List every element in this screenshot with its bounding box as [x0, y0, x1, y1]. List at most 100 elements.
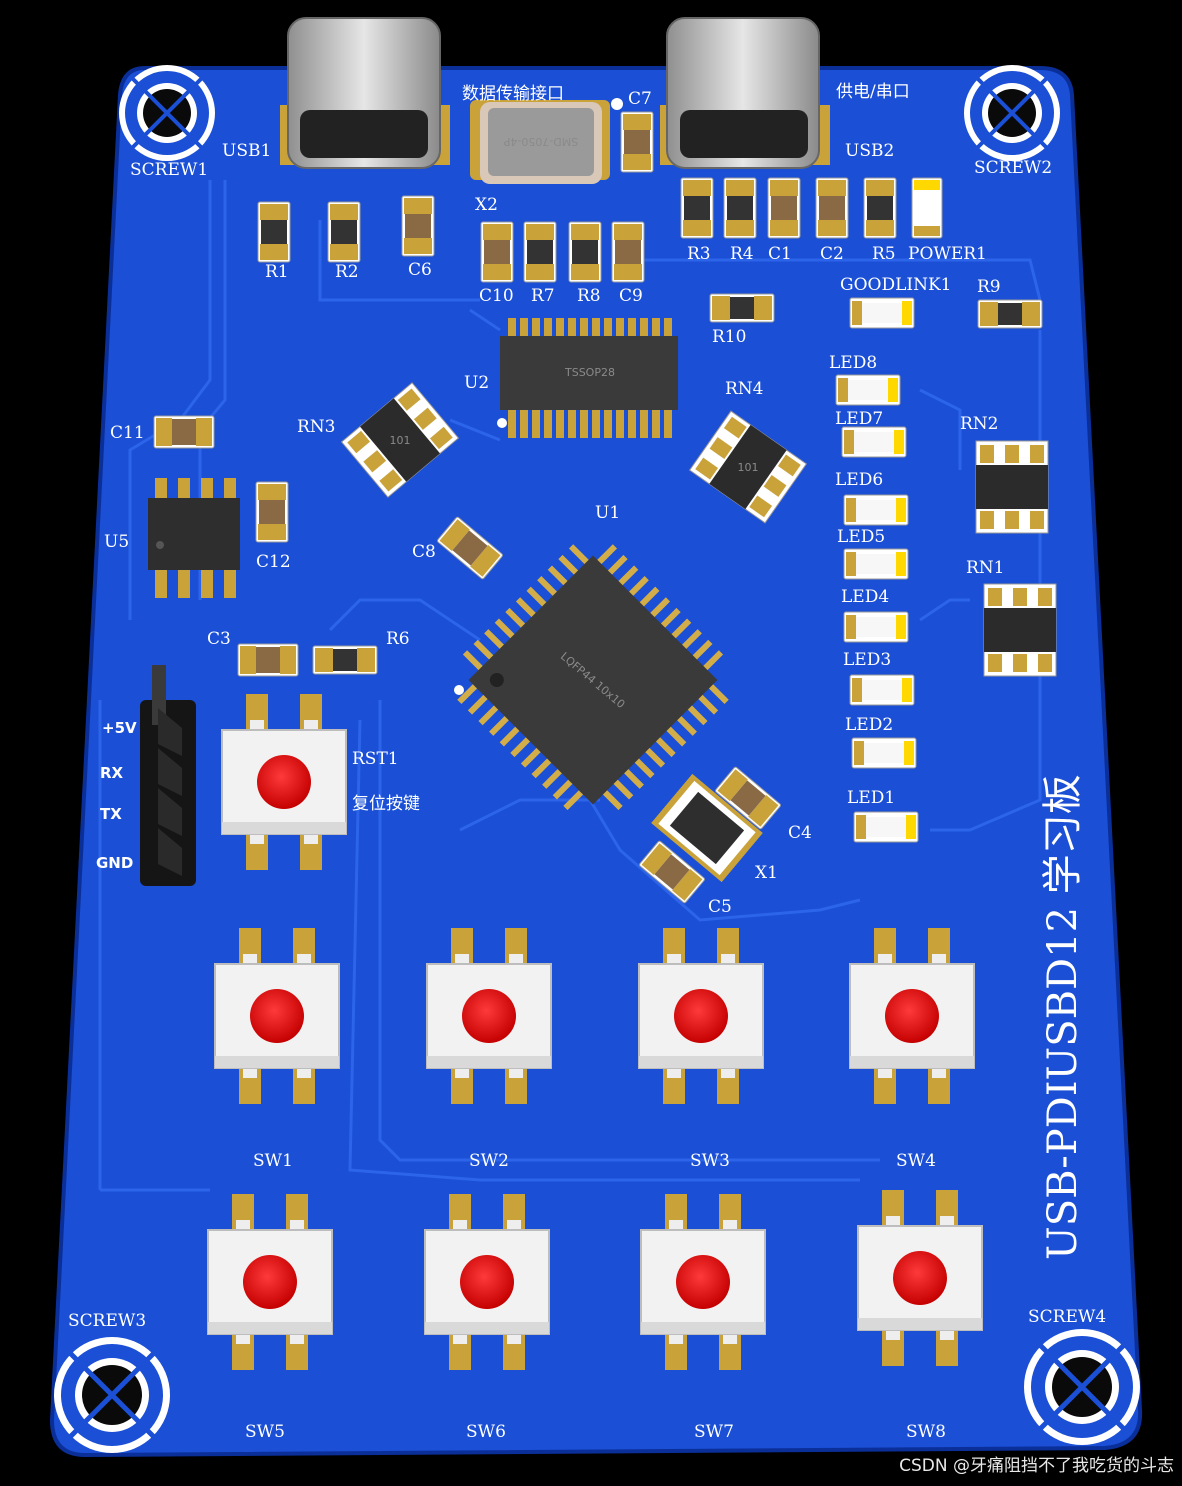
label-u2: U2	[464, 373, 489, 393]
label-x2: X2	[475, 195, 498, 215]
label-c10: C10	[479, 286, 514, 306]
label-screw1: SCREW1	[130, 160, 208, 180]
screw-hole-2	[964, 65, 1060, 161]
label-usb2-caption: 供电/串口	[836, 82, 910, 102]
label-rn3: RN3	[297, 417, 336, 437]
cap-c9	[611, 221, 645, 283]
led-led2	[851, 737, 917, 769]
watermark: CSDN @牙痛阻挡不了我吃货的斗志	[899, 1456, 1174, 1476]
label-led5: LED5	[837, 527, 885, 547]
crystal-x2: SMD-7050-4P	[470, 100, 610, 184]
label-r6: R6	[386, 629, 410, 649]
label-r2: R2	[335, 262, 359, 282]
label-header-5v: +5V	[102, 719, 137, 737]
chip-u2-marking: TSSOP28	[564, 366, 615, 379]
resistor-r4	[723, 177, 757, 239]
label-c2: C2	[820, 244, 844, 264]
resistor-r8	[568, 221, 602, 283]
label-usb2: USB2	[845, 141, 894, 161]
cap-c7	[620, 111, 654, 173]
label-r7: R7	[531, 286, 555, 306]
label-led4: LED4	[841, 587, 889, 607]
label-r9: R9	[977, 277, 1001, 297]
led-led8	[835, 374, 901, 406]
copper-traces	[98, 180, 1042, 1192]
cap-c1	[767, 177, 801, 239]
led-led5	[843, 548, 909, 580]
crystal-x1	[651, 773, 763, 883]
label-header-rx: RX	[100, 764, 124, 782]
resistor-r2	[327, 201, 361, 263]
resistor-r7	[523, 221, 557, 283]
label-c7: C7	[628, 89, 652, 109]
usb-c-connector-2	[660, 17, 830, 169]
label-c5: C5	[708, 897, 732, 917]
label-header-tx: TX	[100, 805, 122, 823]
led-goodlink1	[849, 297, 915, 329]
resistor-r3	[680, 177, 714, 239]
label-header-gnd: GND	[96, 854, 133, 872]
label-c9: C9	[619, 286, 643, 306]
label-rst1: RST1	[352, 749, 399, 769]
label-sw1: SW1	[253, 1151, 293, 1171]
resistor-r10	[709, 293, 775, 323]
label-usb1-caption: 数据传输接口	[462, 84, 564, 104]
cap-c12	[255, 481, 289, 543]
label-c11: C11	[110, 423, 145, 443]
label-led2: LED2	[845, 715, 893, 735]
label-usb1: USB1	[222, 141, 271, 161]
label-x1: X1	[755, 863, 778, 883]
resistor-r5	[863, 177, 897, 239]
label-rst1-caption: 复位按键	[352, 794, 420, 814]
screw-hole-1	[119, 65, 215, 161]
cap-c6	[401, 195, 435, 257]
crystal-x2-marking: SMD-7050-4P	[503, 135, 578, 148]
label-r10: R10	[712, 327, 746, 347]
led-led1	[853, 811, 919, 843]
usb-c-connector-1	[280, 17, 450, 169]
board-title: USB-PDIUSBD12 学习板	[1040, 774, 1086, 1260]
label-power1: POWER1	[908, 244, 987, 264]
label-rn1: RN1	[966, 558, 1005, 578]
label-c12: C12	[256, 552, 291, 572]
resistor-array-rn2	[975, 440, 1049, 534]
label-u1: U1	[595, 503, 620, 523]
label-goodlink1: GOODLINK1	[840, 275, 951, 295]
label-r5: R5	[872, 244, 896, 264]
led-led7	[841, 426, 907, 458]
svg-text:101: 101	[390, 434, 411, 447]
led-led6	[843, 494, 909, 526]
label-sw3: SW3	[690, 1151, 730, 1171]
label-led6: LED6	[835, 470, 883, 490]
label-led7: LED7	[835, 409, 883, 429]
cap-c11	[153, 415, 215, 449]
label-screw4: SCREW4	[1028, 1307, 1106, 1327]
label-rn2: RN2	[960, 414, 999, 434]
label-r1: R1	[265, 262, 289, 282]
resistor-r9	[977, 299, 1043, 329]
label-rn4: RN4	[725, 379, 764, 399]
label-sw4: SW4	[896, 1151, 936, 1171]
cap-c3	[237, 643, 299, 677]
led-led3	[849, 674, 915, 706]
label-screw2: SCREW2	[974, 158, 1052, 178]
resistor-r6	[312, 645, 378, 675]
cap-c10	[480, 221, 514, 283]
label-c8: C8	[412, 542, 436, 562]
label-led1: LED1	[847, 788, 895, 808]
led-power1	[911, 177, 943, 239]
resistor-r1	[257, 201, 291, 263]
label-c4: C4	[788, 823, 812, 843]
label-r3: R3	[687, 244, 711, 264]
cap-c2	[815, 177, 849, 239]
label-sw8: SW8	[906, 1422, 946, 1442]
resistor-array-rn1	[983, 583, 1057, 677]
chip-u5	[148, 478, 240, 598]
label-screw3: SCREW3	[68, 1311, 146, 1331]
label-sw5: SW5	[245, 1422, 285, 1442]
label-r8: R8	[577, 286, 601, 306]
label-led3: LED3	[843, 650, 891, 670]
label-u5: U5	[104, 532, 129, 552]
screw-hole-4	[1024, 1329, 1140, 1445]
